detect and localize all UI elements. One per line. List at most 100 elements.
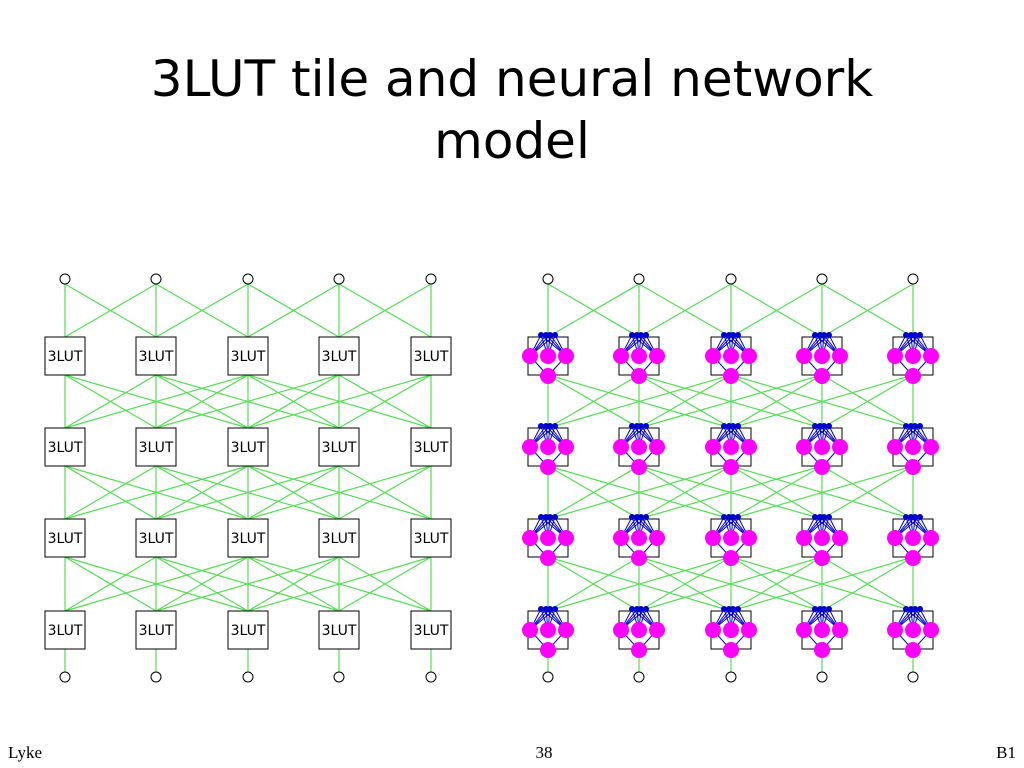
wire bbox=[547, 465, 732, 520]
neuron-dot bbox=[649, 348, 665, 364]
3lut-tile: 3LUT bbox=[44, 427, 86, 467]
synapse-dot bbox=[538, 332, 544, 338]
tile-label: 3LUT bbox=[322, 623, 357, 639]
synapse-dot bbox=[821, 423, 827, 429]
synapse-dot bbox=[912, 606, 918, 612]
neuron-dot bbox=[649, 530, 665, 546]
wire bbox=[730, 556, 823, 612]
tile-box bbox=[44, 427, 86, 467]
neuron-dot bbox=[814, 550, 830, 566]
neuron-dot bbox=[631, 642, 647, 658]
neuron-dot bbox=[796, 439, 812, 455]
wire-layer bbox=[64, 283, 432, 672]
synapse-dot bbox=[735, 606, 741, 612]
wire bbox=[247, 556, 340, 612]
3lut-tile: 3LUT bbox=[227, 427, 269, 467]
synapse-dot bbox=[903, 332, 909, 338]
synapse-dot bbox=[643, 332, 649, 338]
neuron-dot bbox=[741, 530, 757, 546]
tile-box bbox=[318, 336, 360, 376]
tile-label: 3LUT bbox=[231, 531, 266, 547]
wire bbox=[730, 556, 914, 612]
wire bbox=[247, 374, 432, 429]
wire bbox=[64, 374, 249, 429]
neuron-cluster bbox=[796, 423, 848, 475]
wire bbox=[821, 283, 914, 338]
input-node-circle bbox=[542, 273, 554, 285]
wire bbox=[638, 374, 823, 429]
neuron-dot bbox=[649, 439, 665, 455]
wire bbox=[64, 556, 157, 612]
neuron-dot bbox=[723, 642, 739, 658]
neuron-cluster bbox=[613, 606, 665, 658]
wire bbox=[821, 465, 914, 520]
wire bbox=[64, 556, 249, 612]
synapse-dot bbox=[917, 514, 923, 520]
synapse-dot bbox=[552, 423, 558, 429]
footer-author: Lyke bbox=[8, 743, 42, 762]
neuron-dot bbox=[814, 459, 830, 475]
tile-box bbox=[135, 427, 177, 467]
synapse-dot bbox=[547, 606, 553, 612]
neuron-dot bbox=[558, 439, 574, 455]
synapse-dot bbox=[821, 514, 827, 520]
output-node-circle bbox=[242, 671, 254, 683]
tile-box bbox=[135, 518, 177, 558]
wire bbox=[638, 374, 732, 429]
wire bbox=[547, 465, 640, 520]
synapse-dot bbox=[735, 423, 741, 429]
wire bbox=[338, 465, 432, 520]
wire bbox=[730, 374, 823, 429]
slide-title-line-1: 3LUT tile and neural network bbox=[150, 50, 874, 108]
synapse-dot bbox=[812, 423, 818, 429]
neuron-cluster bbox=[796, 332, 848, 384]
neuron-dot bbox=[631, 530, 647, 546]
wire bbox=[155, 465, 340, 520]
neuron-dot bbox=[540, 550, 556, 566]
synapse-dot bbox=[917, 332, 923, 338]
wire bbox=[730, 374, 914, 429]
neuron-dot bbox=[741, 348, 757, 364]
neuron-dot bbox=[832, 348, 848, 364]
3lut-tile: 3LUT bbox=[318, 427, 360, 467]
synapse-dot bbox=[629, 332, 635, 338]
neuron-dot bbox=[814, 368, 830, 384]
synapse-dot bbox=[826, 514, 832, 520]
neuron-cluster bbox=[887, 332, 939, 384]
tile-box bbox=[318, 427, 360, 467]
wire bbox=[730, 465, 914, 520]
synapse-dot bbox=[538, 423, 544, 429]
3lut-tile-grid: 3LUT 3LUT 3LUT 3LUT 3LUT 3LUT 3LUT 3LUT 3LUT 3LUT… bbox=[44, 273, 452, 683]
synapse-dot bbox=[826, 332, 832, 338]
tile-box bbox=[44, 610, 86, 650]
wire-layer bbox=[547, 283, 914, 672]
output-node-circle bbox=[633, 671, 645, 683]
synapse-dot bbox=[638, 332, 644, 338]
neuron-cluster bbox=[887, 606, 939, 658]
neuron-dot bbox=[905, 348, 921, 364]
wire bbox=[730, 465, 823, 520]
wire bbox=[247, 465, 340, 520]
synapse-dot bbox=[629, 606, 635, 612]
synapse-dot bbox=[912, 332, 918, 338]
3lut-tile: 3LUT bbox=[410, 427, 452, 467]
3lut-tile: 3LUT bbox=[135, 610, 177, 650]
wire bbox=[338, 556, 432, 612]
synapse-dot bbox=[721, 514, 727, 520]
tile-label: 3LUT bbox=[322, 349, 357, 365]
neuron-dot bbox=[814, 642, 830, 658]
3lut-tile: 3LUT bbox=[410, 518, 452, 558]
synapse-dot bbox=[730, 514, 736, 520]
tile-label: 3LUT bbox=[414, 531, 449, 547]
3lut-tile: 3LUT bbox=[135, 427, 177, 467]
3lut-tile: 3LUT bbox=[410, 336, 452, 376]
input-node-circle bbox=[425, 273, 437, 285]
neuron-dot bbox=[814, 439, 830, 455]
wire bbox=[730, 283, 823, 338]
neuron-dot bbox=[649, 622, 665, 638]
neuron-dot bbox=[522, 530, 538, 546]
neuron-dot bbox=[887, 348, 903, 364]
synapse-dot bbox=[638, 423, 644, 429]
tile-box bbox=[227, 427, 269, 467]
tile-label: 3LUT bbox=[48, 349, 83, 365]
